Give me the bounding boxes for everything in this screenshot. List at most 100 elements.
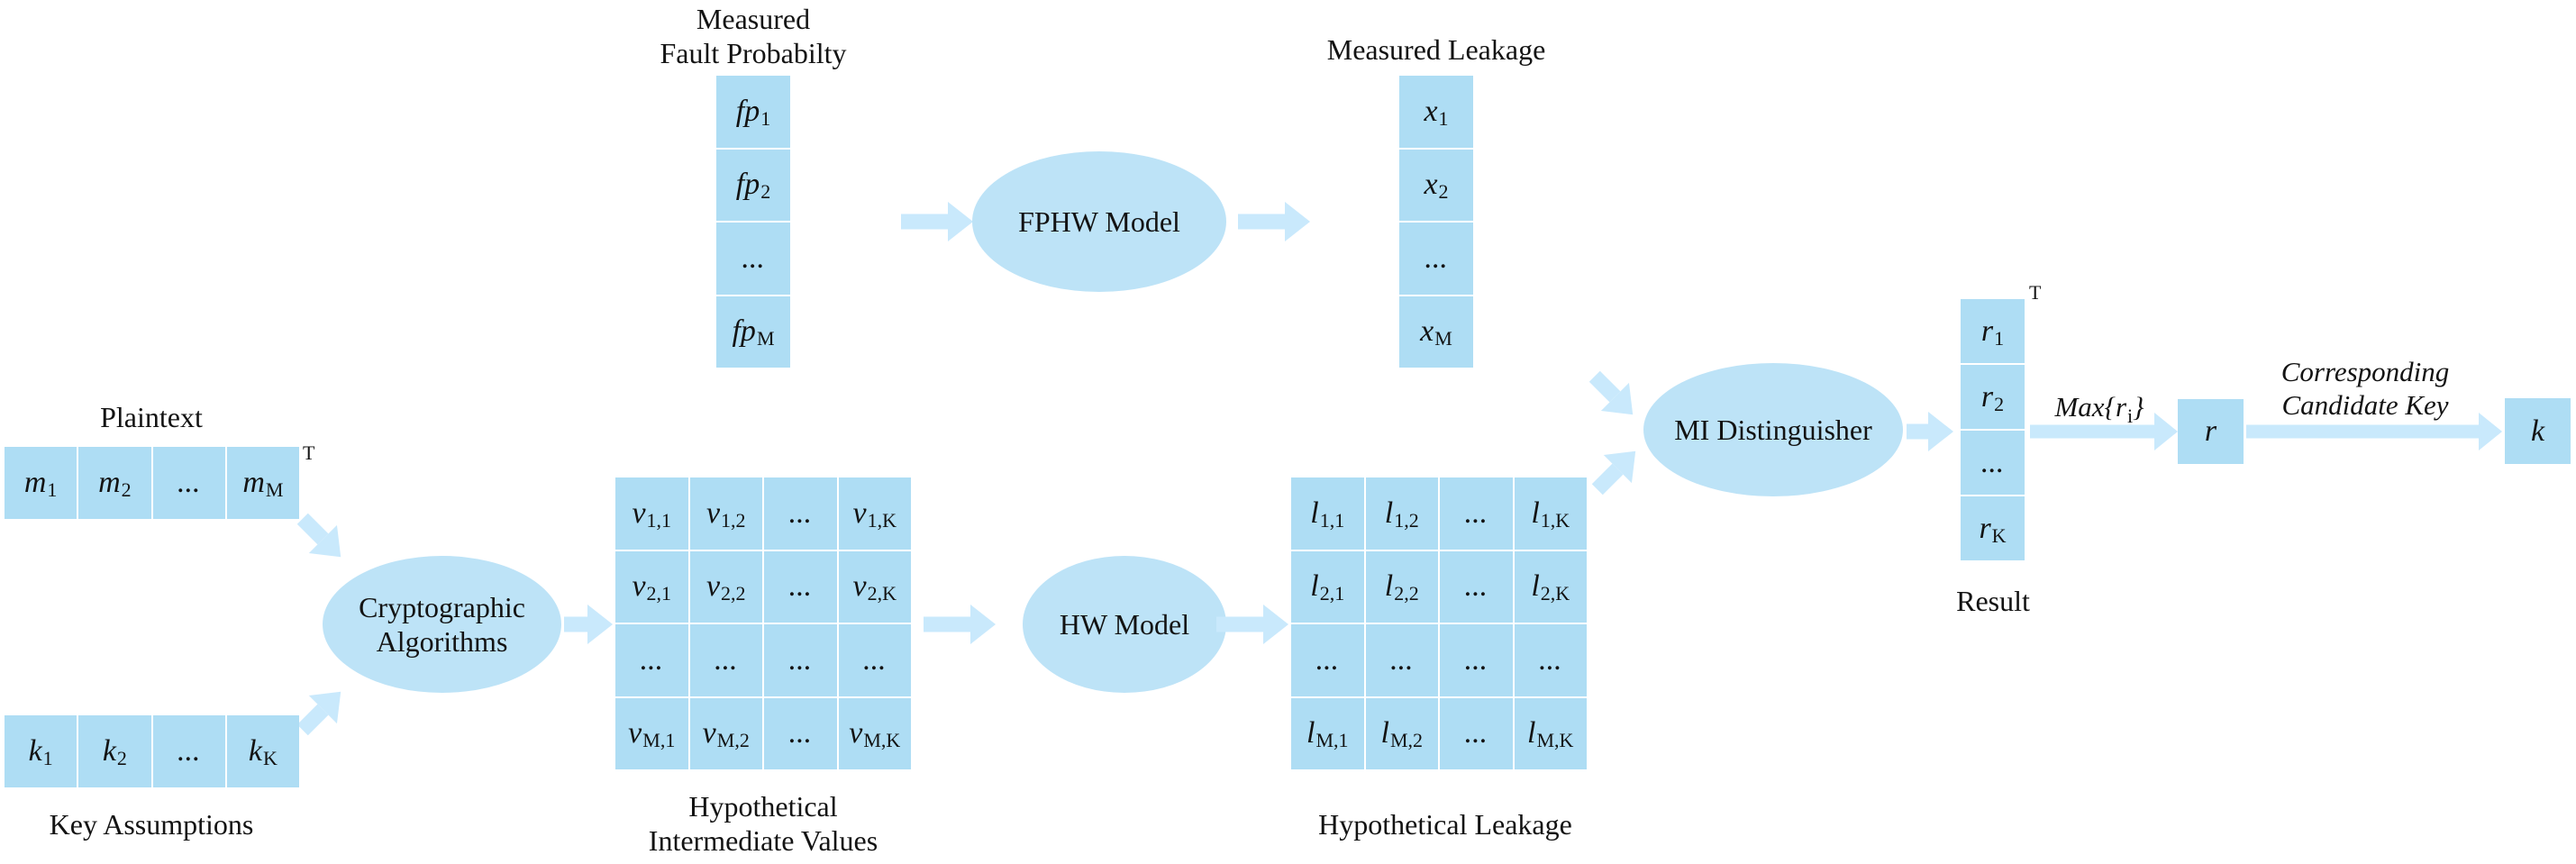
arrow-hw-to-hypleakage xyxy=(1216,605,1288,644)
cell-subscript: 1 xyxy=(1994,326,2005,350)
max-label-post: } xyxy=(2133,391,2144,423)
candidate-key-box-label: k xyxy=(2530,414,2545,448)
cell-base: v xyxy=(632,569,646,604)
arrow-fphw-to-leakage xyxy=(1238,202,1310,241)
measured-fault-probability-label-line2: Fault Probabilty xyxy=(660,37,847,69)
matrix-cell: ... xyxy=(689,624,762,696)
cell-base: ... xyxy=(715,642,738,677)
matrix-cell: ... xyxy=(152,715,225,787)
cell-base: k xyxy=(102,734,116,768)
cell-subscript: 2,1 xyxy=(646,582,672,605)
arrow-shaft xyxy=(901,214,948,230)
max-label-base: r xyxy=(2115,391,2127,423)
intermediate-values-label-line2: Intermediate Values xyxy=(648,824,878,857)
cell-base: v xyxy=(705,496,721,530)
cell-subscript: 2,2 xyxy=(721,582,746,605)
cell-subscript: M xyxy=(265,478,284,501)
cell-subscript: 1,2 xyxy=(1394,508,1419,532)
cell-subscript: M xyxy=(756,327,775,350)
matrix-cell: ... xyxy=(1961,431,2025,495)
cell-base: ... xyxy=(1464,496,1488,530)
cell-base: v xyxy=(852,569,867,604)
cell-base: x xyxy=(1420,314,1434,349)
cell-base: x xyxy=(1424,94,1438,128)
measured-fault-probability-label: Measured Fault Probabilty xyxy=(573,2,933,70)
cell-base: ... xyxy=(640,642,664,677)
candidate-key-box: k xyxy=(2505,398,2571,464)
matrix-cell: ... xyxy=(1440,550,1513,623)
hypothetical-leakage-label: Hypothetical Leakage xyxy=(1318,808,1572,841)
cell-base: ... xyxy=(1464,716,1488,750)
corresponding-candidate-key-line2: Candidate Key xyxy=(2281,389,2449,421)
arrow-head-icon xyxy=(2479,413,2502,450)
cell-base: ... xyxy=(177,734,201,768)
arrow-shaft xyxy=(1238,214,1285,230)
measured-fault-probability-label-line1: Measured xyxy=(696,3,811,35)
cell-subscript: 1 xyxy=(47,478,58,501)
result-label: Result xyxy=(1956,585,2030,617)
cell-base: l xyxy=(1531,569,1540,604)
matrix-cell: ... xyxy=(615,624,688,696)
max-result-box: r xyxy=(2178,399,2244,464)
cell-subscript: 2,K xyxy=(1540,582,1570,605)
plaintext-transpose-superscript: T xyxy=(303,441,315,464)
cell-subscript: 2 xyxy=(121,478,132,501)
cell-subscript: M,1 xyxy=(642,729,676,752)
matrix-cell: ... xyxy=(764,477,837,550)
cell-subscript: 2,K xyxy=(867,582,897,605)
max-selection-label: Max{ri} xyxy=(2018,391,2180,426)
arrow-shaft xyxy=(1907,423,1928,440)
arrow-shaft xyxy=(1216,616,1263,632)
cell-subscript: K xyxy=(262,747,278,769)
cell-base: ... xyxy=(863,642,887,677)
matrix-cell: ... xyxy=(716,223,790,295)
cell-base: r xyxy=(1980,314,1994,348)
matrix-cell: ... xyxy=(1440,477,1513,550)
max-label-pre: Max{ xyxy=(2054,391,2116,423)
arrow-hypleakage-to-mi xyxy=(1583,437,1650,504)
result-transpose-superscript: T xyxy=(2029,281,2042,304)
cell-base: v xyxy=(702,716,716,750)
cell-base: v xyxy=(705,569,721,604)
cell-subscript: 2,2 xyxy=(1394,582,1419,605)
cell-base: ... xyxy=(788,496,813,530)
cell-base: ... xyxy=(1425,241,1448,275)
matrix-cell: ... xyxy=(838,624,911,696)
cell-base: fp xyxy=(732,314,756,349)
cell-base: l xyxy=(1384,496,1394,530)
matrix-cell: ... xyxy=(1440,624,1513,696)
cell-base: k xyxy=(28,734,42,768)
measured-leakage-label: Measured Leakage xyxy=(1326,33,1546,66)
fphw-model-node: FPHW Model xyxy=(972,151,1226,292)
cell-base: v xyxy=(632,496,646,530)
cell-base: l xyxy=(1310,496,1319,530)
cell-base: r xyxy=(1979,511,1991,545)
arrow-shaft xyxy=(924,616,970,632)
